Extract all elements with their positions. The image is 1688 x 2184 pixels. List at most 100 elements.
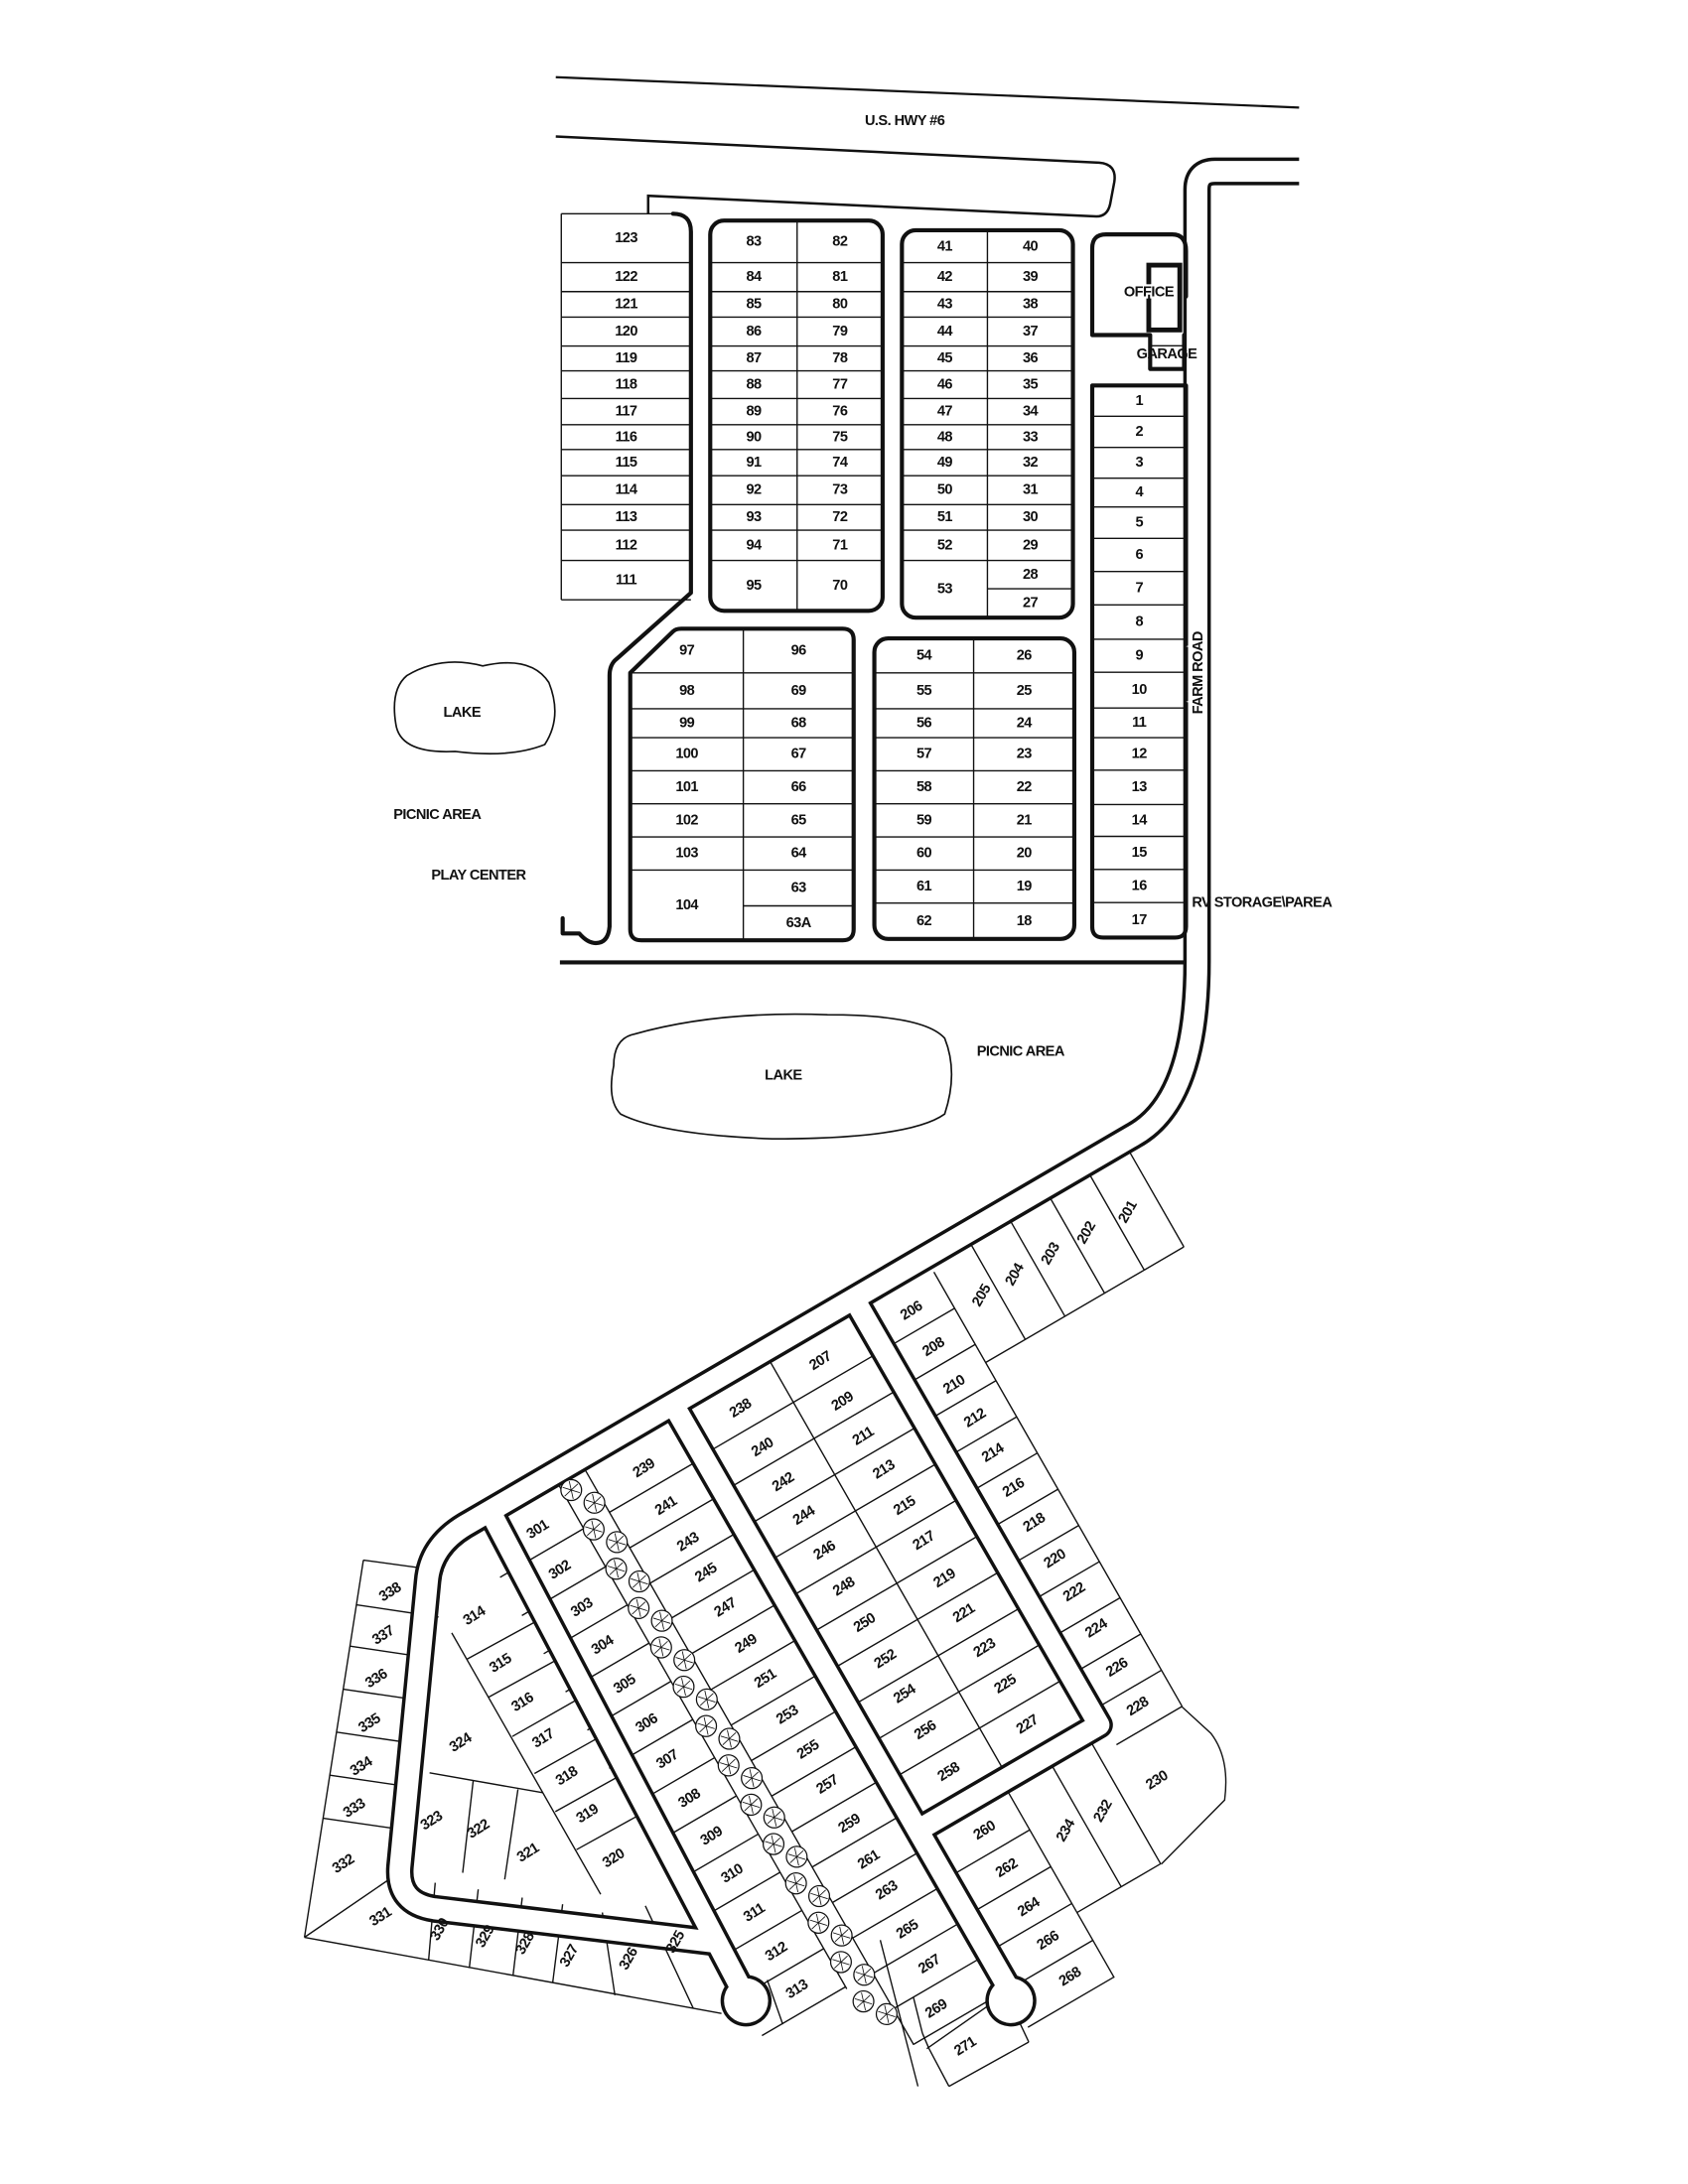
lot-number: 114 [616, 482, 638, 498]
lot-divider [943, 1829, 1031, 1881]
lot-number: 68 [791, 715, 807, 731]
lot-number: 247 [712, 1595, 740, 1621]
lot-number: 228 [1124, 1694, 1152, 1719]
lot-number: 102 [675, 812, 698, 828]
lot-number: 201 [1116, 1198, 1141, 1226]
tree-icon [717, 1754, 740, 1777]
lot-number: 72 [832, 509, 848, 525]
tree-row [560, 1478, 898, 2026]
tree-branch [593, 1529, 603, 1533]
lot-number: 310 [719, 1861, 747, 1887]
lot-number: 33 [1023, 429, 1039, 445]
tree-branch [610, 1542, 618, 1549]
tree-branch [863, 1994, 871, 2002]
lot-divider [932, 1272, 1184, 1707]
tree-branch [683, 1660, 687, 1670]
picnic-area-west-label: PICNIC AREA [393, 807, 482, 823]
lot-divider [304, 1871, 400, 1939]
lot-divider [1027, 1976, 1115, 2028]
tree-branch [631, 1577, 640, 1582]
rv-storage-label: RV STORAGE\PAREA [1192, 895, 1333, 911]
tree-branch [793, 1847, 797, 1857]
lot-number: 326 [617, 1945, 641, 1973]
lot-number: 267 [915, 1952, 943, 1978]
lot-number: 218 [1021, 1510, 1049, 1536]
block-divider [769, 1359, 1005, 1771]
lot-divider [888, 1307, 955, 1348]
lot-number: 36 [1023, 350, 1039, 366]
lot-number: 111 [616, 572, 636, 588]
lot-number: 95 [746, 578, 762, 594]
southern-lot-lines [303, 1150, 1227, 2088]
tree-branch [616, 1535, 625, 1543]
lot-number: 1 [1135, 393, 1143, 409]
tree-branch [570, 1489, 574, 1499]
lot-number: 99 [679, 715, 695, 731]
lot-number: 266 [1035, 1928, 1062, 1954]
tree-branch [817, 1922, 821, 1932]
tree-branch [591, 1520, 595, 1530]
lot-number: 258 [935, 1759, 963, 1785]
lot-number: 57 [916, 747, 932, 762]
block-b-outline [708, 218, 885, 614]
tree-branch [726, 1756, 730, 1766]
lot-number: 335 [355, 1710, 383, 1736]
lot-number: 69 [791, 683, 807, 699]
lot-number: 6 [1135, 547, 1143, 563]
lot-number: 12 [1132, 746, 1148, 761]
lake-west [393, 661, 556, 755]
highway-north-edge [555, 75, 1300, 109]
lot-number: 22 [1017, 779, 1033, 795]
lot-divider [488, 1658, 558, 1699]
tree-branch [683, 1653, 692, 1661]
tree-branch [767, 1817, 775, 1825]
tree-branch [861, 1992, 864, 2002]
lot-number: 336 [362, 1666, 390, 1692]
tree-branch [856, 2000, 864, 2008]
lot-number: 226 [1103, 1655, 1131, 1681]
lot-number: 225 [992, 1672, 1020, 1698]
block-e-outline [872, 635, 1077, 941]
farm-road-surface [389, 161, 1304, 1953]
tree-branch [638, 1580, 648, 1585]
lot-number: 246 [811, 1538, 839, 1564]
lot-number: 77 [832, 377, 848, 393]
lot-divider [1087, 1736, 1162, 1864]
tree-branch [699, 1699, 708, 1706]
lot-divider [583, 1467, 914, 2046]
lot-number: 232 [1091, 1797, 1116, 1825]
lot-number: 305 [611, 1672, 638, 1698]
tree-branch [818, 1889, 826, 1897]
lot-number: 303 [568, 1595, 596, 1621]
lot-number: 301 [524, 1517, 552, 1543]
lot-divider [1033, 1561, 1100, 1601]
lot-number: 248 [830, 1573, 858, 1599]
lot-number: 26 [1017, 647, 1033, 663]
lot-number: 317 [529, 1725, 557, 1751]
roads [385, 157, 1304, 2027]
lot-number: 88 [746, 377, 762, 393]
lot-number: 66 [791, 779, 807, 795]
lot-number: 64 [791, 846, 808, 862]
tree-branch [751, 1798, 759, 1806]
lot-divider [554, 1772, 625, 1813]
tree-branch [653, 1647, 662, 1654]
tree-branch [705, 1719, 714, 1727]
lot-divider [791, 1776, 886, 1833]
west-road-edge [560, 211, 693, 946]
tree-branch [832, 1932, 842, 1937]
lot-number: 84 [746, 269, 763, 285]
lot-divider [451, 1632, 602, 1895]
lot-number: 321 [514, 1841, 542, 1866]
lot-230-outline [1160, 1706, 1227, 1865]
lot-number: 249 [733, 1631, 761, 1657]
tree-branch [660, 1640, 668, 1648]
lot-number: 47 [937, 404, 953, 420]
lot-number: 116 [616, 429, 637, 445]
lot-divider [767, 1979, 783, 2025]
tree-branch [607, 1566, 617, 1570]
lot-number: 9 [1135, 648, 1143, 664]
lot-number: 118 [616, 377, 637, 393]
tree-branch [839, 1926, 843, 1936]
tree-icon [875, 2002, 898, 2026]
